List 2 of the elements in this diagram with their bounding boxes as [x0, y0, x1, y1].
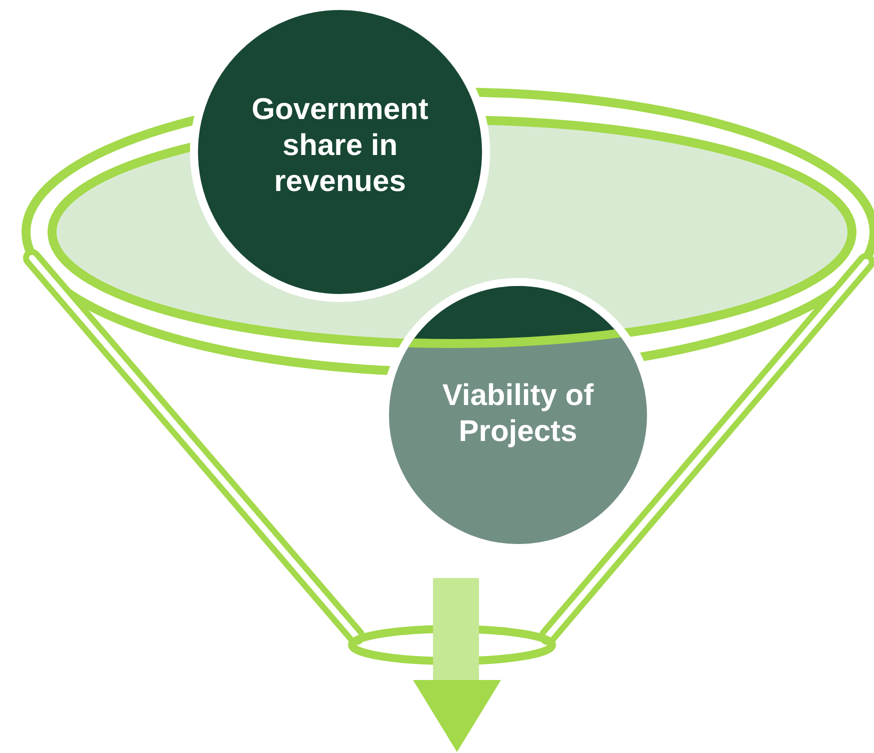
node-label: Government share in revenues — [250, 92, 430, 200]
node-label: Viability of Projects — [441, 378, 595, 450]
